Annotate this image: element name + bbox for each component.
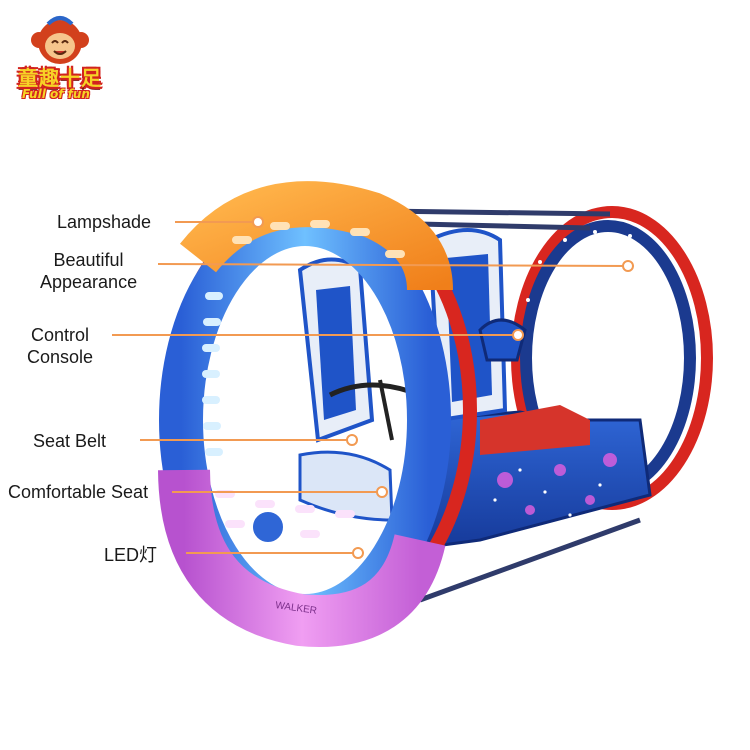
- monkey-mascot-icon: [31, 16, 89, 64]
- callout-led-label: LED灯: [104, 545, 158, 565]
- callout-dots: [252, 216, 634, 559]
- callout-lines: [112, 221, 629, 554]
- front-wheel-ring: WALKER: [158, 181, 477, 647]
- logo-english-text: Full of fun: [22, 87, 90, 101]
- callout-console-label: Control Console: [27, 324, 93, 368]
- callout-seat-label: Comfortable Seat: [8, 482, 149, 502]
- callout-lampshade-label: Lampshade: [57, 212, 152, 232]
- callout-appearance-line1: Beautiful: [53, 250, 124, 270]
- line-appearance: [157, 263, 629, 267]
- seats: [297, 228, 527, 522]
- logo-chinese-text: 童趣十足: [18, 66, 102, 90]
- callout-seat-belt-label: Seat Belt: [33, 431, 107, 451]
- callout-appearance-line2: Appearance: [40, 272, 138, 292]
- chassis: [418, 405, 652, 550]
- callout-appearance-label: Beautiful Appearance: [40, 249, 137, 293]
- center-badge-icon: [251, 510, 285, 544]
- callout-console-line2: Console: [27, 347, 94, 367]
- callout-console-line1: Control: [31, 325, 90, 345]
